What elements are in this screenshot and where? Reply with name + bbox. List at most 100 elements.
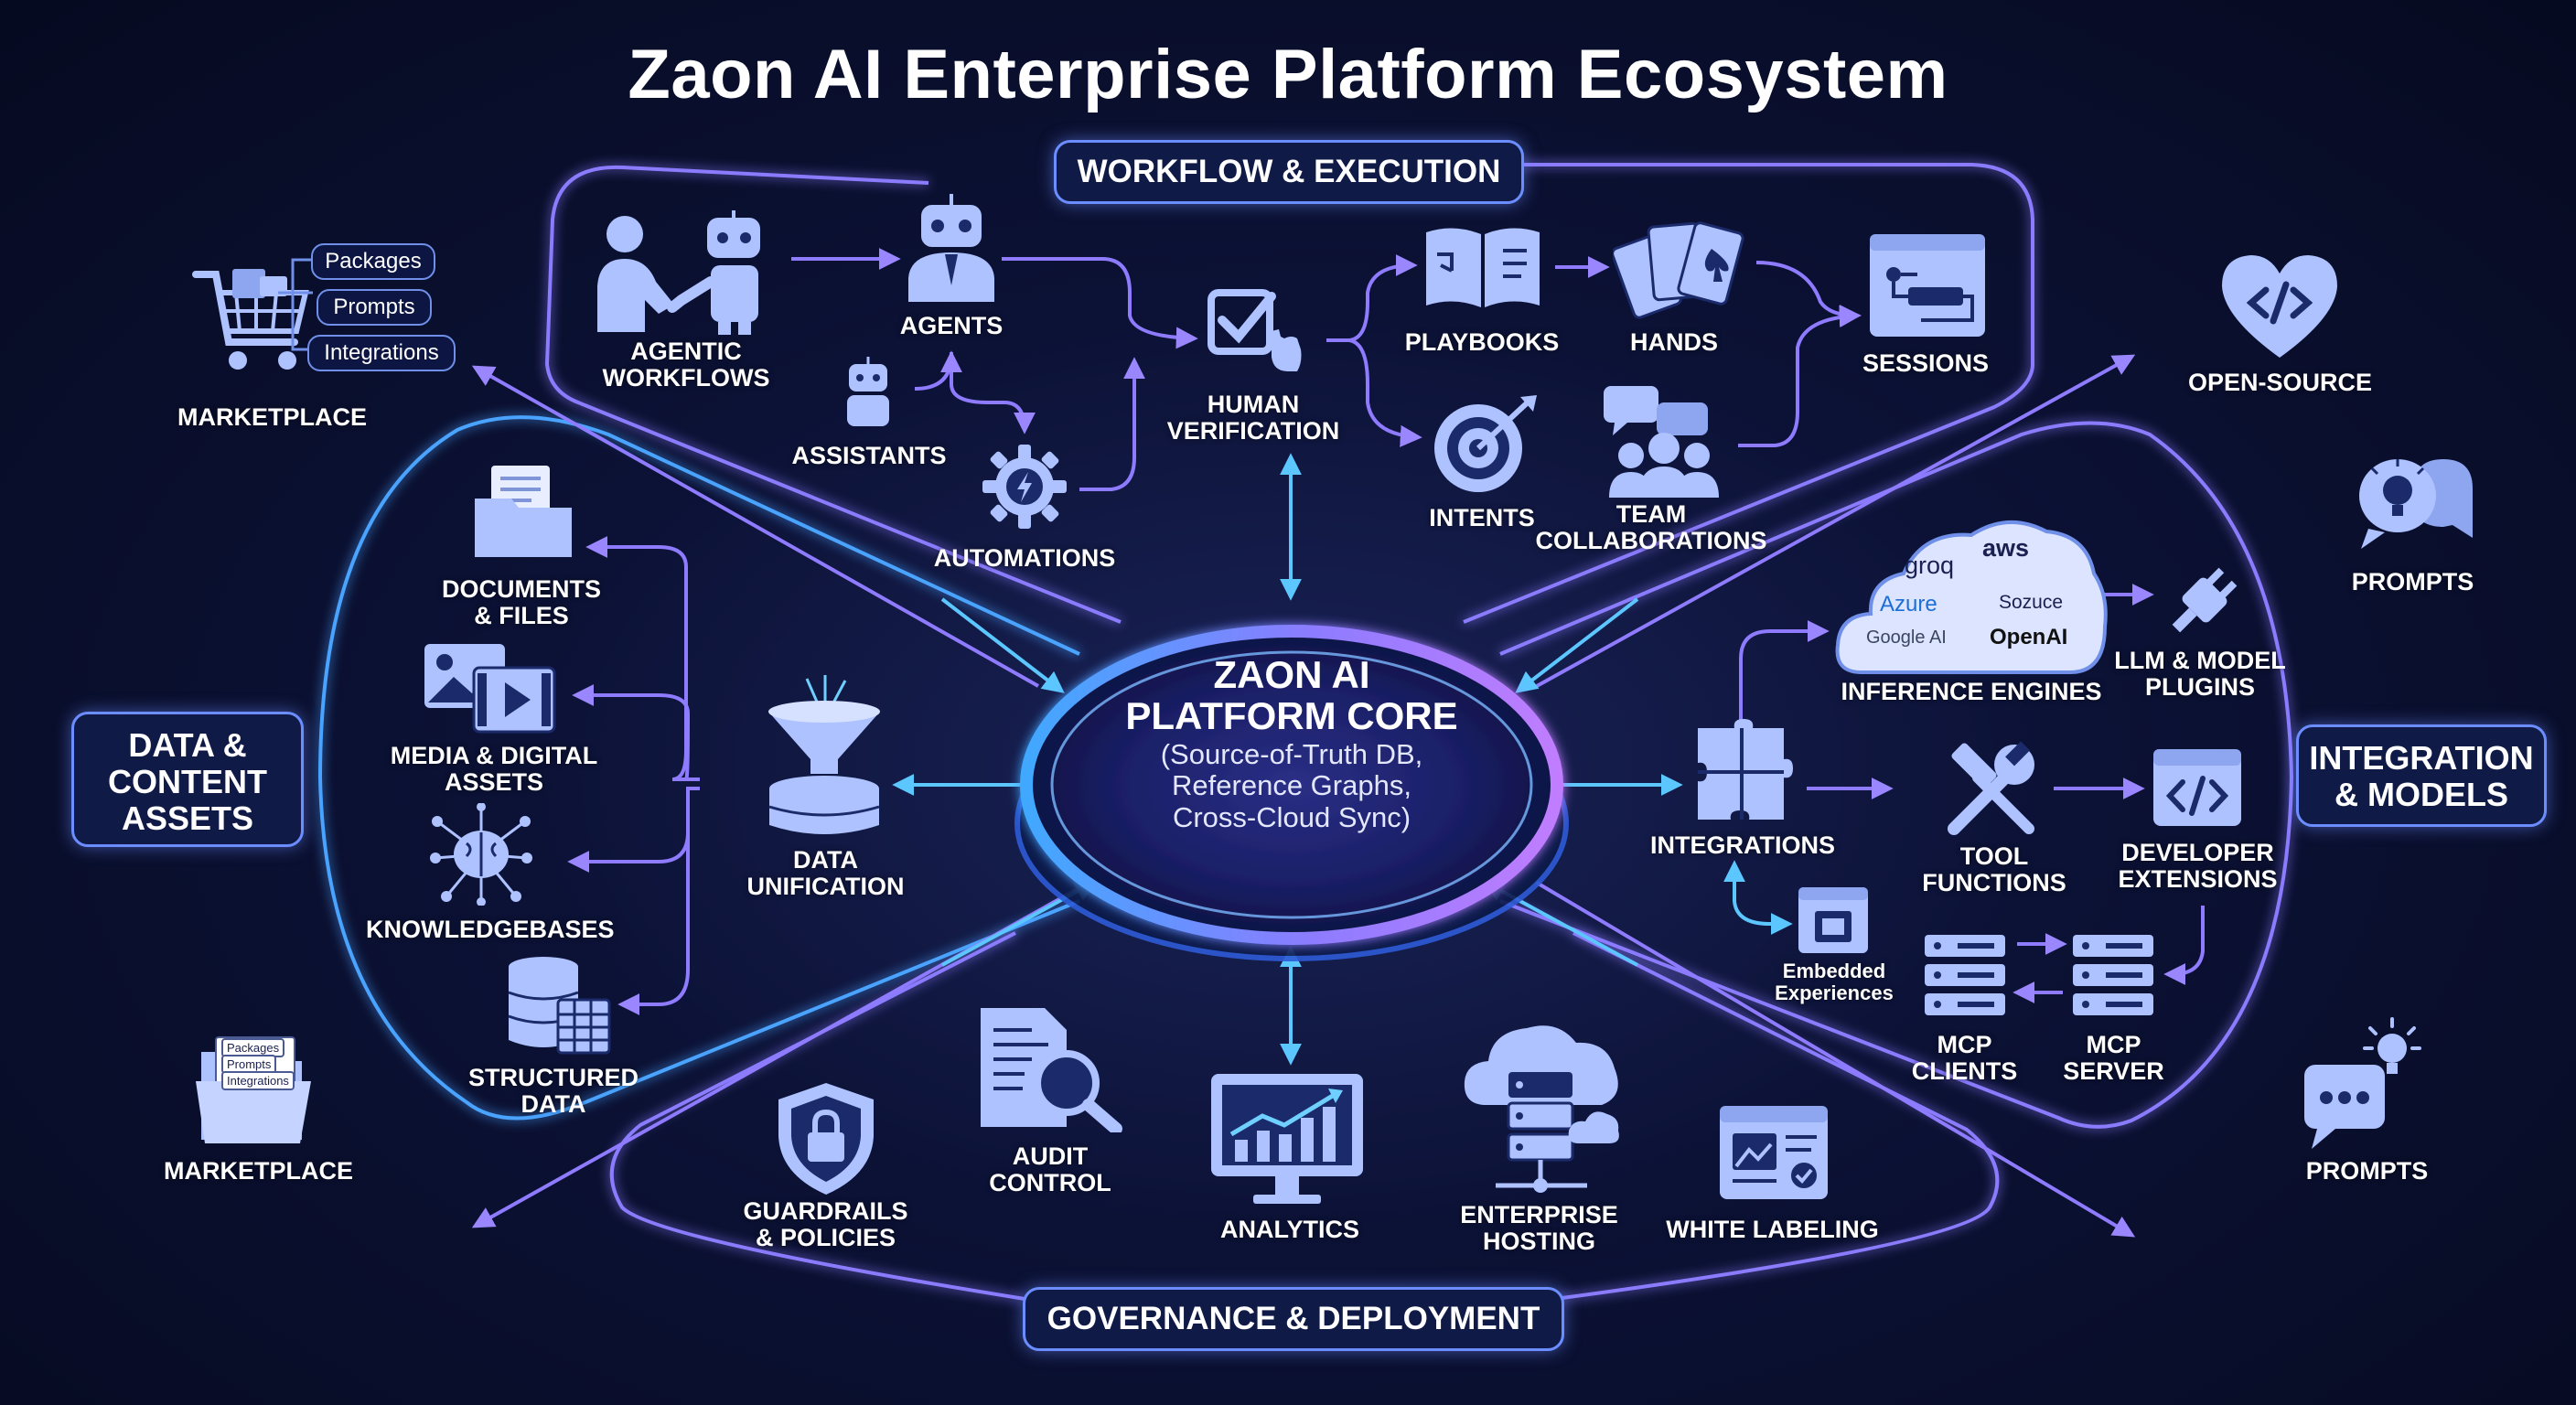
shopping-cart-icon	[192, 269, 309, 370]
node-embedded-experiences: Embedded Experiences	[1756, 960, 1912, 1003]
diagram-title: Zaon AI Enterprise Platform Ecosystem	[628, 36, 1948, 113]
spoke-bottom-right	[1535, 881, 2136, 1238]
node-enterprise-hosting: ENTERPRISE HOSTING	[1441, 1202, 1637, 1255]
node-developer-extensions: DEVELOPER EXTENSIONS	[2095, 840, 2301, 893]
node-data-unification: DATA UNIFICATION	[732, 847, 919, 900]
node-audit-control: AUDIT CONTROL	[968, 1143, 1132, 1196]
human-line2: VERIFICATION	[1166, 416, 1340, 445]
core-heading: ZAON AI PLATFORM CORE	[1090, 654, 1493, 737]
wf-arrow-assistants-agents	[914, 350, 962, 391]
team-line1: TEAM	[1615, 500, 1687, 528]
mcp-clients-line2: CLIENTS	[1911, 1056, 2018, 1085]
target-intent-icon	[1434, 395, 1537, 492]
prompts-bottom-label: PROMPTS	[2305, 1157, 2429, 1185]
node-guardrails: GUARDRAILS & POLICIES	[727, 1198, 924, 1251]
core-heading-line2: PLATFORM CORE	[1125, 694, 1458, 738]
brand-sozuce: Sozuce	[1999, 592, 2064, 613]
white-label-window-icon	[1720, 1106, 1828, 1199]
data-arrow-documents	[585, 536, 700, 781]
node-mcp-clients: MCP CLIENTS	[1889, 1032, 2040, 1085]
team-line2: COLLABORATIONS	[1535, 526, 1767, 554]
section-data-line1: DATA &	[128, 726, 247, 764]
checkbox-verify-icon	[1208, 289, 1302, 371]
team-chat-icon	[1604, 386, 1719, 498]
session-flowchart-icon	[1870, 234, 1985, 337]
analytics-monitor-icon	[1211, 1074, 1363, 1204]
node-automations: AUTOMATIONS	[933, 544, 1116, 572]
brand-groq: groq	[1905, 552, 1955, 579]
node-tool-functions: TOOL FUNCTIONS	[1907, 843, 2081, 896]
puzzle-integration-icon	[1698, 719, 1793, 820]
human-line1: HUMAN	[1207, 391, 1300, 418]
int-arrow-integrations-embedded	[1723, 860, 1793, 935]
node-agentic-workflows: AGENTIC WORKFLOWS	[585, 338, 787, 391]
open-source-label: OPEN-SOURCE	[2187, 369, 2373, 396]
node-human-verification: HUMAN VERIFICATION	[1153, 391, 1354, 445]
embedded-window-icon	[1798, 887, 1868, 953]
guardrails-line2: & POLICIES	[755, 1223, 896, 1251]
structured-database-icon	[508, 957, 611, 1055]
node-team-collaborations: TEAM COLLABORATIONS	[1528, 501, 1775, 554]
documents-line2: & FILES	[474, 601, 569, 629]
node-llm-plugins: LLM & MODEL PLUGINS	[2104, 648, 2296, 701]
node-intents: INTENTS	[1429, 504, 1535, 531]
node-mcp-server: MCP SERVER	[2038, 1032, 2189, 1085]
core-details-line1: (Source-of-Truth DB,	[1160, 737, 1423, 770]
marketplace-bottom-packages: Packages	[221, 1038, 285, 1057]
marketplace-packages-chip: Packages	[311, 243, 435, 280]
prompt-chat-bulb-icon	[2304, 1017, 2421, 1149]
brand-aws: aws	[1982, 534, 2030, 562]
wf-arrow-automations-human	[1079, 357, 1145, 491]
core-hub	[1014, 625, 1569, 961]
data-region-outline	[317, 415, 1080, 1121]
node-media-assets: MEDIA & DIGITAL ASSETS	[384, 743, 604, 796]
media-line1: MEDIA & DIGITAL	[390, 742, 598, 769]
node-hands: HANDS	[1629, 328, 1718, 356]
agentic-line2: WORKFLOWS	[602, 363, 770, 391]
prompt-bulb-chat-icon	[2359, 459, 2473, 549]
platform-core: ZAON AI PLATFORM CORE (Source-of-Truth D…	[1090, 654, 1493, 834]
node-integrations: INTEGRATIONS	[1650, 831, 1835, 859]
spoke-top-left	[471, 365, 1039, 688]
agentic-line1: AGENTIC	[630, 338, 742, 365]
mcp-clients-servers-icon	[1925, 935, 2005, 1015]
data-arrow-knowledge	[567, 787, 700, 873]
data-arrow-structured	[617, 787, 700, 1015]
brand-openai: OpenAI	[1990, 625, 2068, 649]
mcp-clients-line1: MCP	[1937, 1031, 1992, 1058]
unification-line2: UNIFICATION	[746, 872, 905, 900]
chip-connector-lines	[278, 258, 313, 351]
embedded-line1: Embedded	[1782, 960, 1886, 982]
spoke-in-tl	[940, 597, 1065, 693]
structured-line2: DATA	[521, 1089, 586, 1118]
audit-document-search-icon	[981, 1008, 1122, 1132]
funnel-unification-icon	[768, 675, 880, 834]
guardrails-line1: GUARDRAILS	[743, 1197, 908, 1225]
wf-arrow-human-playbooks	[1326, 254, 1418, 342]
playbook-book-icon	[1426, 228, 1540, 307]
unification-line1: DATA	[793, 846, 858, 874]
mcp-server-line2: SERVER	[2063, 1056, 2164, 1085]
wf-arrow-hands-sessions	[1755, 261, 1862, 327]
marketplace-bottom-integrations: Integrations	[221, 1071, 295, 1090]
marketplace-top-label: MARKETPLACE	[177, 403, 367, 431]
wf-arrow-human-intents	[1326, 338, 1422, 447]
section-data-line3: ASSETS	[121, 799, 254, 837]
devext-line1: DEVELOPER	[2121, 839, 2274, 866]
code-window-icon	[2153, 749, 2241, 826]
plugins-line2: PLUGINS	[2144, 672, 2255, 701]
data-arrow-media	[572, 684, 700, 781]
spoke-top-right	[1536, 354, 2136, 688]
prompts-top-label: PROMPTS	[2351, 568, 2474, 595]
section-integration-line1: INTEGRATION	[2309, 739, 2534, 777]
node-documents-files: DOCUMENTS & FILES	[430, 576, 613, 629]
section-integration-label: INTEGRATION & MODELS	[2296, 724, 2547, 827]
wf-arrow-team-sessions	[1738, 306, 1862, 447]
node-playbooks: PLAYBOOKS	[1404, 328, 1560, 356]
brand-azure: Azure	[1880, 592, 1937, 617]
tools-line2: FUNCTIONS	[1922, 868, 2066, 896]
workflow-region-outline	[544, 163, 2034, 624]
shield-lock-icon	[778, 1083, 874, 1195]
